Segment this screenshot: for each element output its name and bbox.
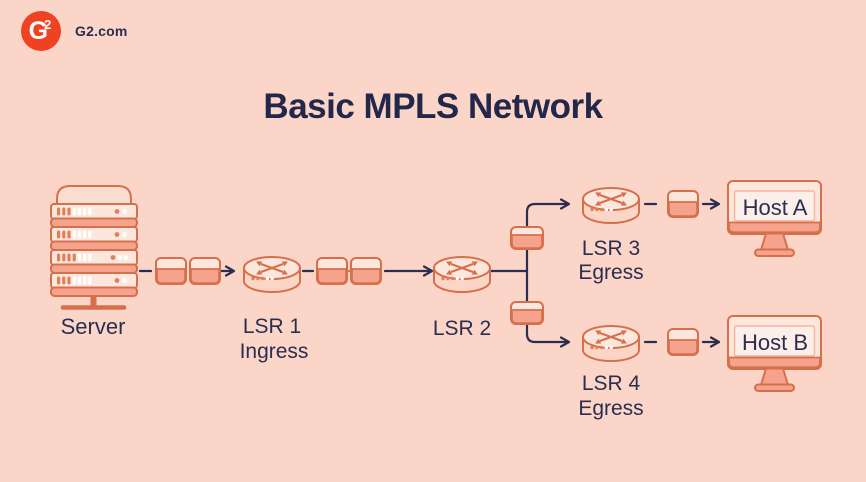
g2-logo-letter: G <box>28 16 49 45</box>
connector-lsr3-to-hostA <box>643 198 721 210</box>
packet-icon <box>350 257 382 285</box>
connector-lsr1-to-lsr2 <box>301 265 434 277</box>
lsr4-sublabel: Egress <box>578 397 644 420</box>
lsr2-label: LSR 2 <box>432 317 492 340</box>
g2-logo: G 2 <box>21 11 61 51</box>
packet-icon <box>155 257 187 285</box>
packet-icon <box>510 226 544 250</box>
hostB-label: Host B <box>741 330 809 355</box>
lsr3-label: LSR 3 <box>581 237 641 260</box>
packet-icon <box>667 190 699 218</box>
lsr1-router-icon <box>243 256 301 293</box>
server-vent-bars <box>57 253 129 262</box>
connector-lsr2-branch <box>489 198 571 348</box>
lsr3-router-icon <box>582 187 640 224</box>
connector-server-to-lsr1 <box>138 265 236 277</box>
lsr4-router-icon <box>582 325 640 362</box>
server-rack-icon <box>50 185 138 310</box>
lsr1-label: LSR 1 <box>242 315 302 338</box>
packet-icon <box>510 301 544 325</box>
packet-icon <box>316 257 348 285</box>
hostA-label: Host A <box>742 195 808 220</box>
lsr3-sublabel: Egress <box>578 261 644 284</box>
server-vent-bars <box>57 276 127 285</box>
page-title: Basic MPLS Network <box>263 87 603 126</box>
brand-text: G2.com <box>75 23 128 39</box>
server-label: Server <box>60 314 126 339</box>
lsr2-router-icon <box>433 256 491 293</box>
packet-icon <box>189 257 221 285</box>
g2-logo-number: 2 <box>44 16 52 32</box>
lsr1-sublabel: Ingress <box>239 340 309 363</box>
connector-lsr4-to-hostB <box>643 336 721 348</box>
server-vent-bars <box>57 207 127 216</box>
lsr4-label: LSR 4 <box>581 372 641 395</box>
server-vent-bars <box>57 230 127 239</box>
packet-icon <box>667 328 699 356</box>
